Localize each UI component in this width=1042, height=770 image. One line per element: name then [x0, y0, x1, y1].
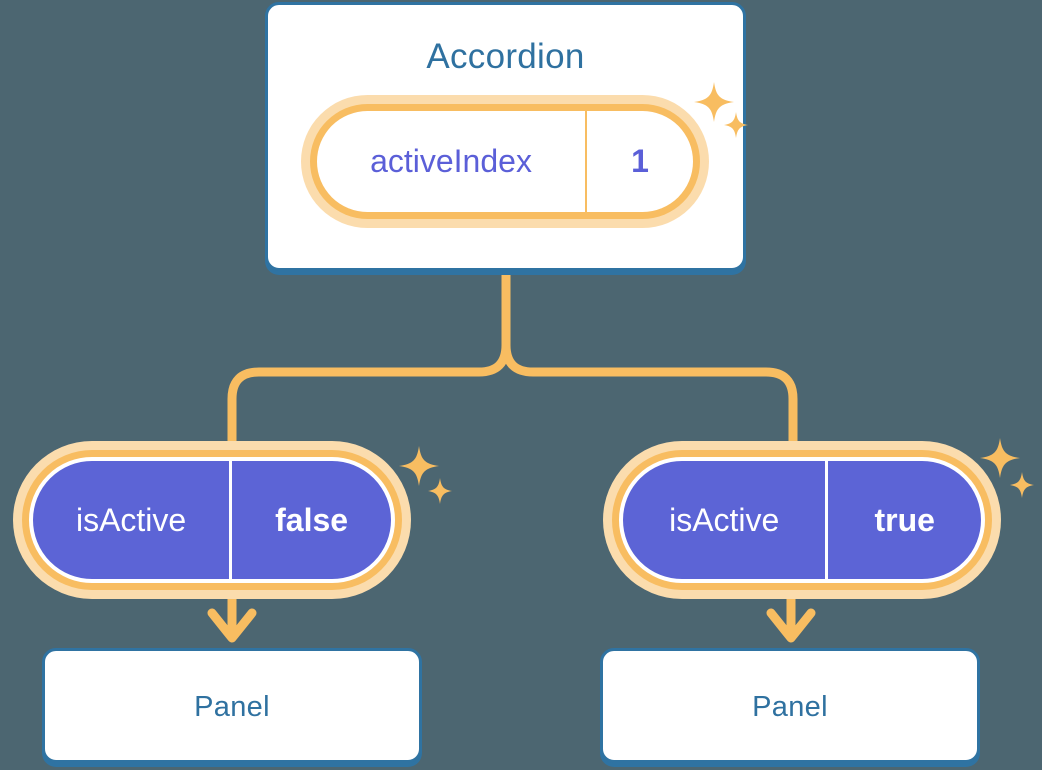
- prop-key-is-active-left: isActive: [75, 501, 187, 538]
- panel-node-right[interactable]: Panel: [600, 648, 980, 763]
- sparkle-icon-large: [399, 446, 439, 486]
- sparkle-icon-small: [1010, 472, 1034, 498]
- sparkle-icon-group-left: [399, 446, 452, 504]
- sparkle-icon-large: [980, 438, 1020, 478]
- prop-key-is-active-right: isActive: [669, 501, 780, 538]
- sparkle-icon-small: [428, 478, 452, 504]
- panel-title-left: Panel: [194, 691, 270, 723]
- arrow-down-icon-right: [766, 608, 816, 643]
- connector-branch-right: [501, 340, 798, 455]
- prop-badge-body: isActive false: [29, 457, 395, 583]
- prop-value-is-active-right: true: [825, 461, 981, 579]
- prop-badge-body: isActive true: [619, 457, 985, 583]
- prop-badge-body: activeIndex 1: [317, 111, 693, 212]
- prop-value-active-index: 1: [585, 111, 693, 212]
- arrow-down-icon-left: [207, 608, 257, 643]
- prop-badge-is-active-right[interactable]: isActive true: [612, 450, 992, 590]
- panel-title-right: Panel: [752, 691, 828, 723]
- accordion-title: Accordion: [426, 37, 585, 76]
- prop-badge-active-index[interactable]: activeIndex 1: [310, 104, 700, 219]
- connector-branch-left: [227, 340, 511, 455]
- panel-node-left[interactable]: Panel: [42, 648, 422, 763]
- prop-badge-is-active-left[interactable]: isActive false: [22, 450, 402, 590]
- prop-value-is-active-left: false: [229, 461, 391, 579]
- prop-key-active-index: activeIndex: [370, 143, 532, 179]
